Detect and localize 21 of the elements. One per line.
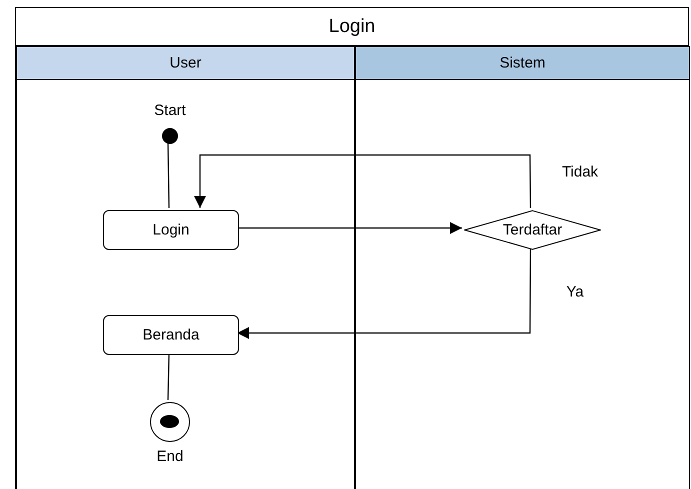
decision-label: Terdaftar <box>502 222 562 238</box>
activity-box <box>103 210 239 250</box>
swimlane <box>355 46 690 489</box>
arrow <box>194 154 532 208</box>
lane-title: Sistem <box>500 54 546 72</box>
node-caption: Start <box>154 102 186 119</box>
swimlane-pool <box>15 7 689 489</box>
start-node <box>162 128 178 144</box>
end-node <box>150 402 190 442</box>
activity-label: Beranda <box>142 326 200 344</box>
connector-line <box>167 142 170 208</box>
swimlane <box>16 46 355 489</box>
lane-title: User <box>170 54 202 72</box>
node-caption: End <box>156 448 184 465</box>
arrow <box>237 248 532 339</box>
activity-box <box>103 315 239 355</box>
connector-line <box>167 352 170 400</box>
activity-label: Login <box>152 222 190 238</box>
arrow <box>237 222 462 234</box>
decision-diamond <box>464 210 601 250</box>
pool-title: Login <box>328 16 376 38</box>
